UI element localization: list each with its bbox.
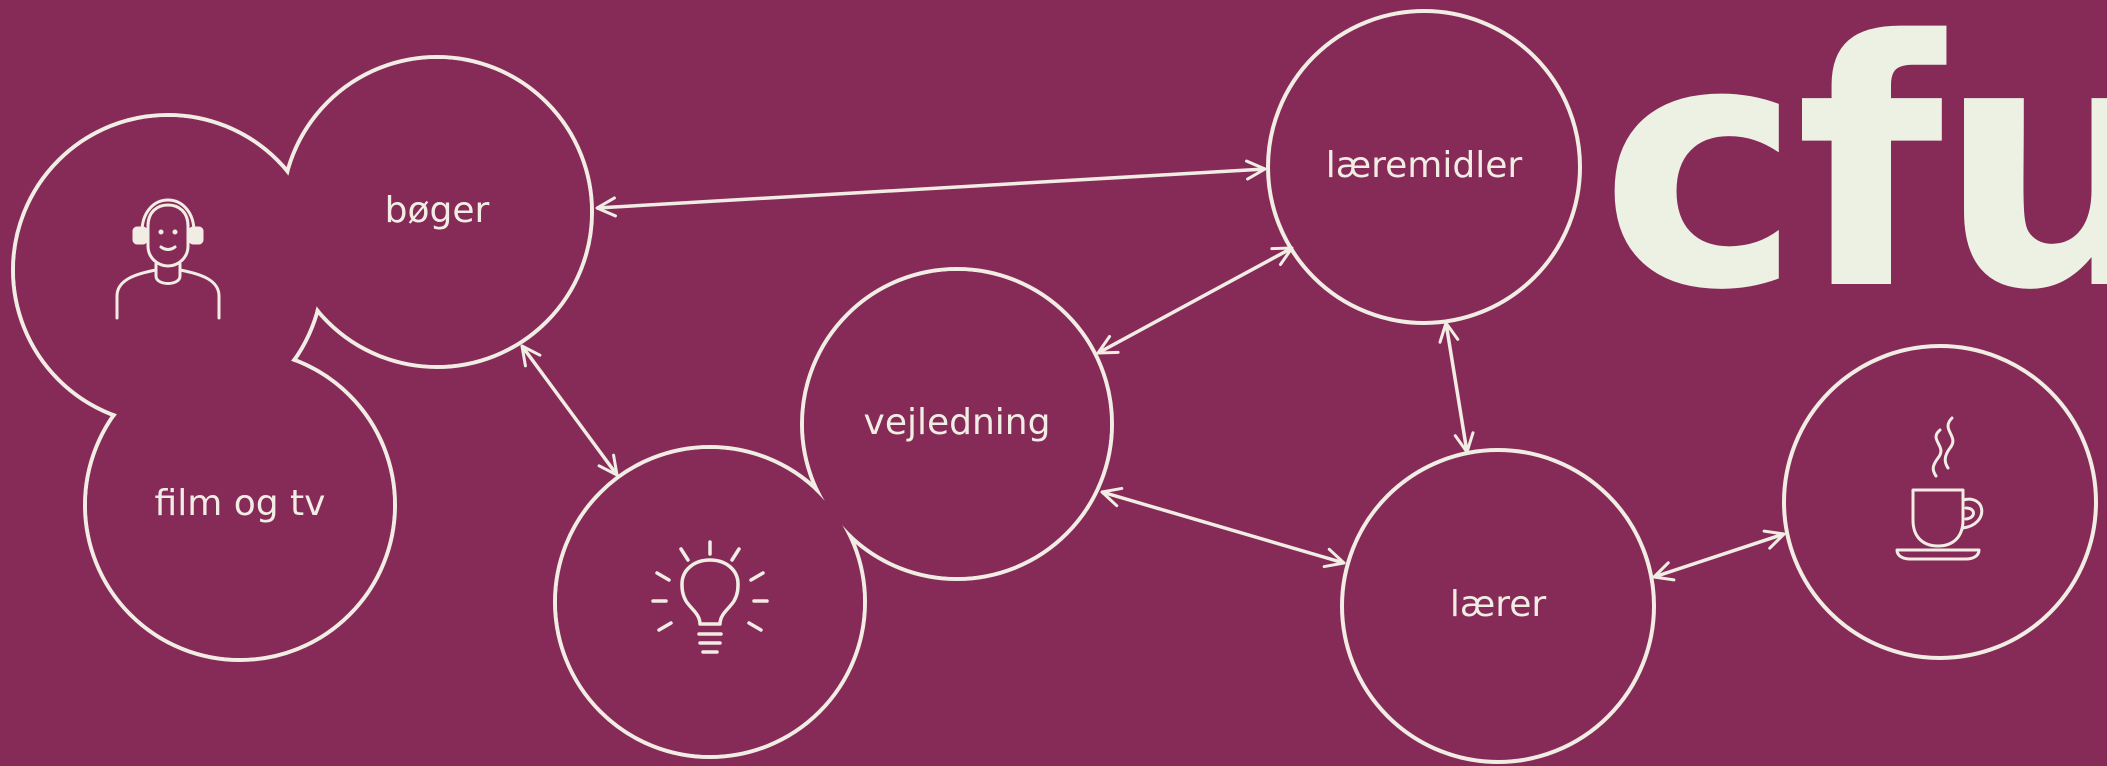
node-label-film-og-tv: film og tv: [155, 483, 326, 524]
node-circle-coffee: [1782, 344, 2098, 660]
arrow-vejledning-laerer: [1100, 486, 1346, 569]
blob-boger-film-person-fill: [15, 59, 590, 658]
person-with-headphones-icon: [115, 198, 221, 320]
blob-vejledning-idea-fill: [557, 271, 1110, 755]
node-label-laeremidler: læremidler: [1326, 145, 1523, 186]
arrow-laerer-coffee: [1652, 529, 1786, 582]
arrow-boger-laeremidler: [595, 159, 1267, 218]
lightbulb-icon: [651, 540, 769, 654]
arrow-vejledning-laeremidler: [1096, 246, 1294, 355]
node-label-vejledning: vejledning: [864, 402, 1051, 443]
node-label-boger: bøger: [385, 190, 490, 231]
cfu-logo: cfu: [1600, 0, 2107, 365]
node-label-laerer: lærer: [1450, 584, 1547, 625]
arrow-boger-vejledning: [520, 344, 619, 477]
node-circle-laerer: [1340, 448, 1656, 764]
coffee-cup-icon: [1895, 416, 1984, 561]
arrow-laeremidler-laerer: [1438, 321, 1475, 454]
connectors: [520, 159, 1786, 582]
node-circle-laeremidler: [1266, 9, 1582, 325]
blob-vejledning-idea: [553, 267, 1114, 759]
